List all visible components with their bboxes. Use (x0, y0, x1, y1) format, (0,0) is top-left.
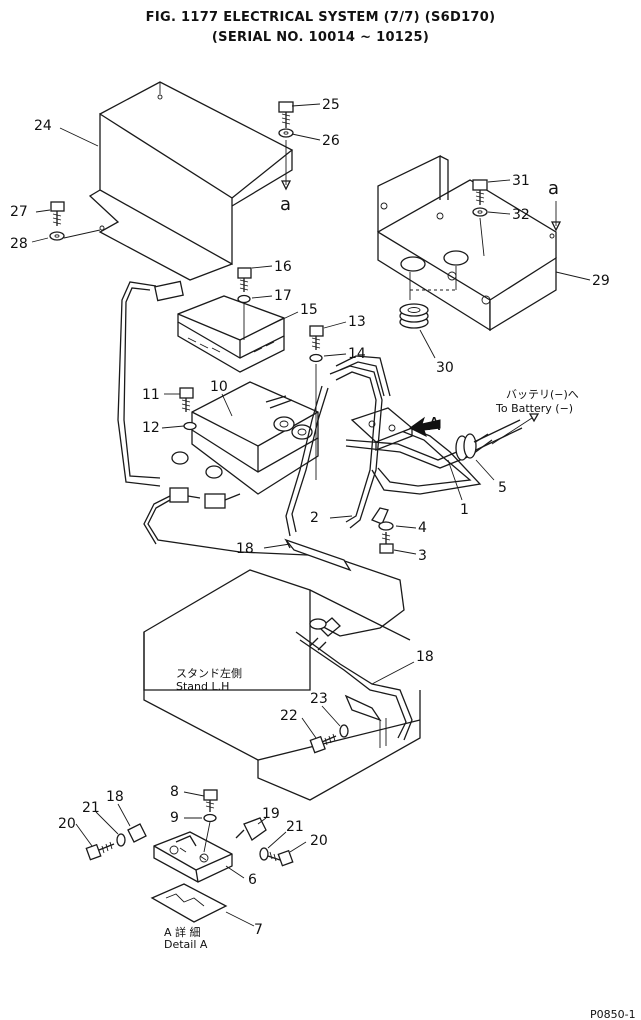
ref-a-left: a (280, 194, 291, 215)
callout-25: 25 (322, 97, 340, 113)
callout-12: 12 (142, 420, 160, 436)
plug-connector-2 (204, 493, 226, 509)
title-line-1: FIG. 1177 ELECTRICAL SYSTEM (7/7) (S6D17… (145, 10, 496, 25)
grommet-30 (399, 303, 429, 329)
washer-23 (339, 724, 349, 738)
bracket-box-29 (377, 154, 557, 332)
cable-lower (295, 617, 413, 741)
bolt-27 (50, 201, 65, 226)
controller-box-15 (177, 295, 285, 373)
callout-20-left: 20 (58, 816, 76, 832)
cover-plate-24 (88, 81, 294, 281)
bolt-31 (472, 179, 488, 205)
bolt-16 (237, 267, 252, 292)
callout-32: 32 (512, 207, 530, 223)
callout-numbers: 24 25 26 27 28 31 32 29 30 16 17 15 13 1… (10, 97, 610, 938)
stand-label-en: Stand L.H (176, 680, 229, 693)
title-line-2: (SERIAL NO. 10014 ~ 10125) (211, 30, 430, 45)
bolt-13 (309, 325, 324, 350)
callout-3: 3 (418, 548, 427, 564)
washer-17 (237, 294, 251, 304)
bolt-22 (309, 733, 337, 754)
washer-4 (378, 521, 394, 531)
stand-label-jp: スタンド左側 (176, 667, 242, 680)
stand-lh (143, 569, 421, 801)
callout-11: 11 (142, 387, 160, 403)
cap-19 (235, 817, 267, 841)
callout-16: 16 (274, 259, 292, 275)
washer-32 (472, 207, 488, 217)
callout-22: 22 (280, 708, 298, 724)
callout-31: 31 (512, 173, 530, 189)
corner-code: P0850-1 (590, 1008, 636, 1020)
callout-21-right: 21 (286, 819, 304, 835)
callout-30: 30 (436, 360, 454, 376)
callout-17: 17 (274, 288, 292, 304)
ref-a-right: a (548, 178, 559, 199)
callout-24: 24 (34, 118, 52, 134)
bolt-11 (179, 387, 194, 412)
washer-14 (309, 353, 323, 363)
cable-2 (285, 355, 391, 537)
cap-18-detail (127, 823, 147, 843)
callout-8: 8 (170, 784, 179, 800)
battery-label-jp: バッテリ(−)へ (506, 388, 579, 401)
detail-label-jp: A 詳 細 (164, 925, 201, 939)
washer-28 (49, 231, 65, 241)
detail-a-terminal-6 (153, 831, 233, 883)
text-labels: a a A バッテリ(−)へ To Battery (−) スタンド左側 Sta… (164, 178, 636, 1020)
callout-1: 1 (460, 502, 469, 518)
view-arrow-a: A (428, 414, 441, 435)
battery-label-en: To Battery (−) (495, 402, 573, 415)
insulator-7 (150, 883, 228, 923)
bolt-20-right (267, 849, 294, 867)
bolt-8 (203, 789, 218, 812)
callout-28: 28 (10, 236, 28, 252)
washer-12 (183, 421, 197, 431)
callout-10: 10 (210, 379, 228, 395)
callout-7: 7 (254, 922, 263, 938)
callout-2: 2 (310, 510, 319, 526)
callout-6: 6 (248, 872, 257, 888)
callout-14: 14 (348, 346, 366, 362)
terminal-block (350, 407, 414, 451)
callout-20-right: 20 (310, 833, 328, 849)
grommet-5 (455, 419, 523, 461)
callout-15: 15 (300, 302, 318, 318)
callout-29: 29 (592, 273, 610, 289)
callout-9: 9 (170, 810, 179, 826)
callout-26: 26 (322, 133, 340, 149)
callout-19: 19 (262, 806, 280, 822)
callout-21-left: 21 (82, 800, 100, 816)
figure-title: FIG. 1177 ELECTRICAL SYSTEM (7/7) (S6D17… (0, 8, 641, 48)
callout-4: 4 (418, 520, 427, 536)
washer-9 (203, 813, 217, 823)
bolt-3 (379, 532, 394, 554)
bolt-20-left (85, 841, 115, 861)
callout-13: 13 (348, 314, 366, 330)
callout-18-detail: 18 (106, 789, 124, 805)
detail-label-en: Detail A (164, 938, 208, 951)
callout-5: 5 (498, 480, 507, 496)
washer-26 (278, 128, 294, 138)
plug-connector (169, 487, 189, 503)
bolt-25 (278, 101, 294, 128)
callout-23: 23 (310, 691, 328, 707)
washer-21-right (259, 847, 269, 861)
callout-18-stand: 18 (416, 649, 434, 665)
callout-27: 27 (10, 204, 28, 220)
relay-box-10 (171, 381, 319, 495)
callout-18-upper: 18 (236, 541, 254, 557)
washer-21-left (116, 833, 126, 847)
leader-lines (31, 103, 591, 927)
